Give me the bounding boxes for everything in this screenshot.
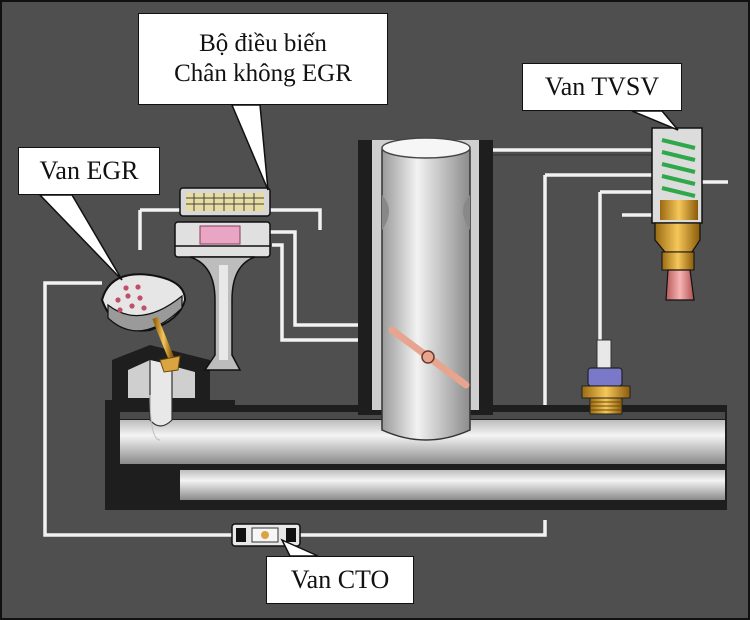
modulator-label-line2: Chân không EGR [174,60,352,87]
egr-vacuum-modulator [174,187,271,371]
egr-valve-label: Van EGR [18,147,160,195]
modulator-label-line1: Bộ điều biến [199,30,327,57]
cto-valve-label: Van CTO [266,556,414,604]
diaphragm-icon [115,284,147,313]
leader-lines [38,104,679,557]
vacuum-hoses [43,148,728,537]
throttle-body [358,137,493,441]
modulator-label: Bộ điều biến Chân không EGR [138,13,388,105]
spring-icon [661,138,696,198]
tvsv-valve [651,127,703,301]
egr-passage [105,345,235,441]
tvsv-valve-label: Van TVSV [522,63,682,111]
cto-valve [231,523,301,547]
egr-valve [100,273,187,373]
temperature-sensor [581,339,631,415]
